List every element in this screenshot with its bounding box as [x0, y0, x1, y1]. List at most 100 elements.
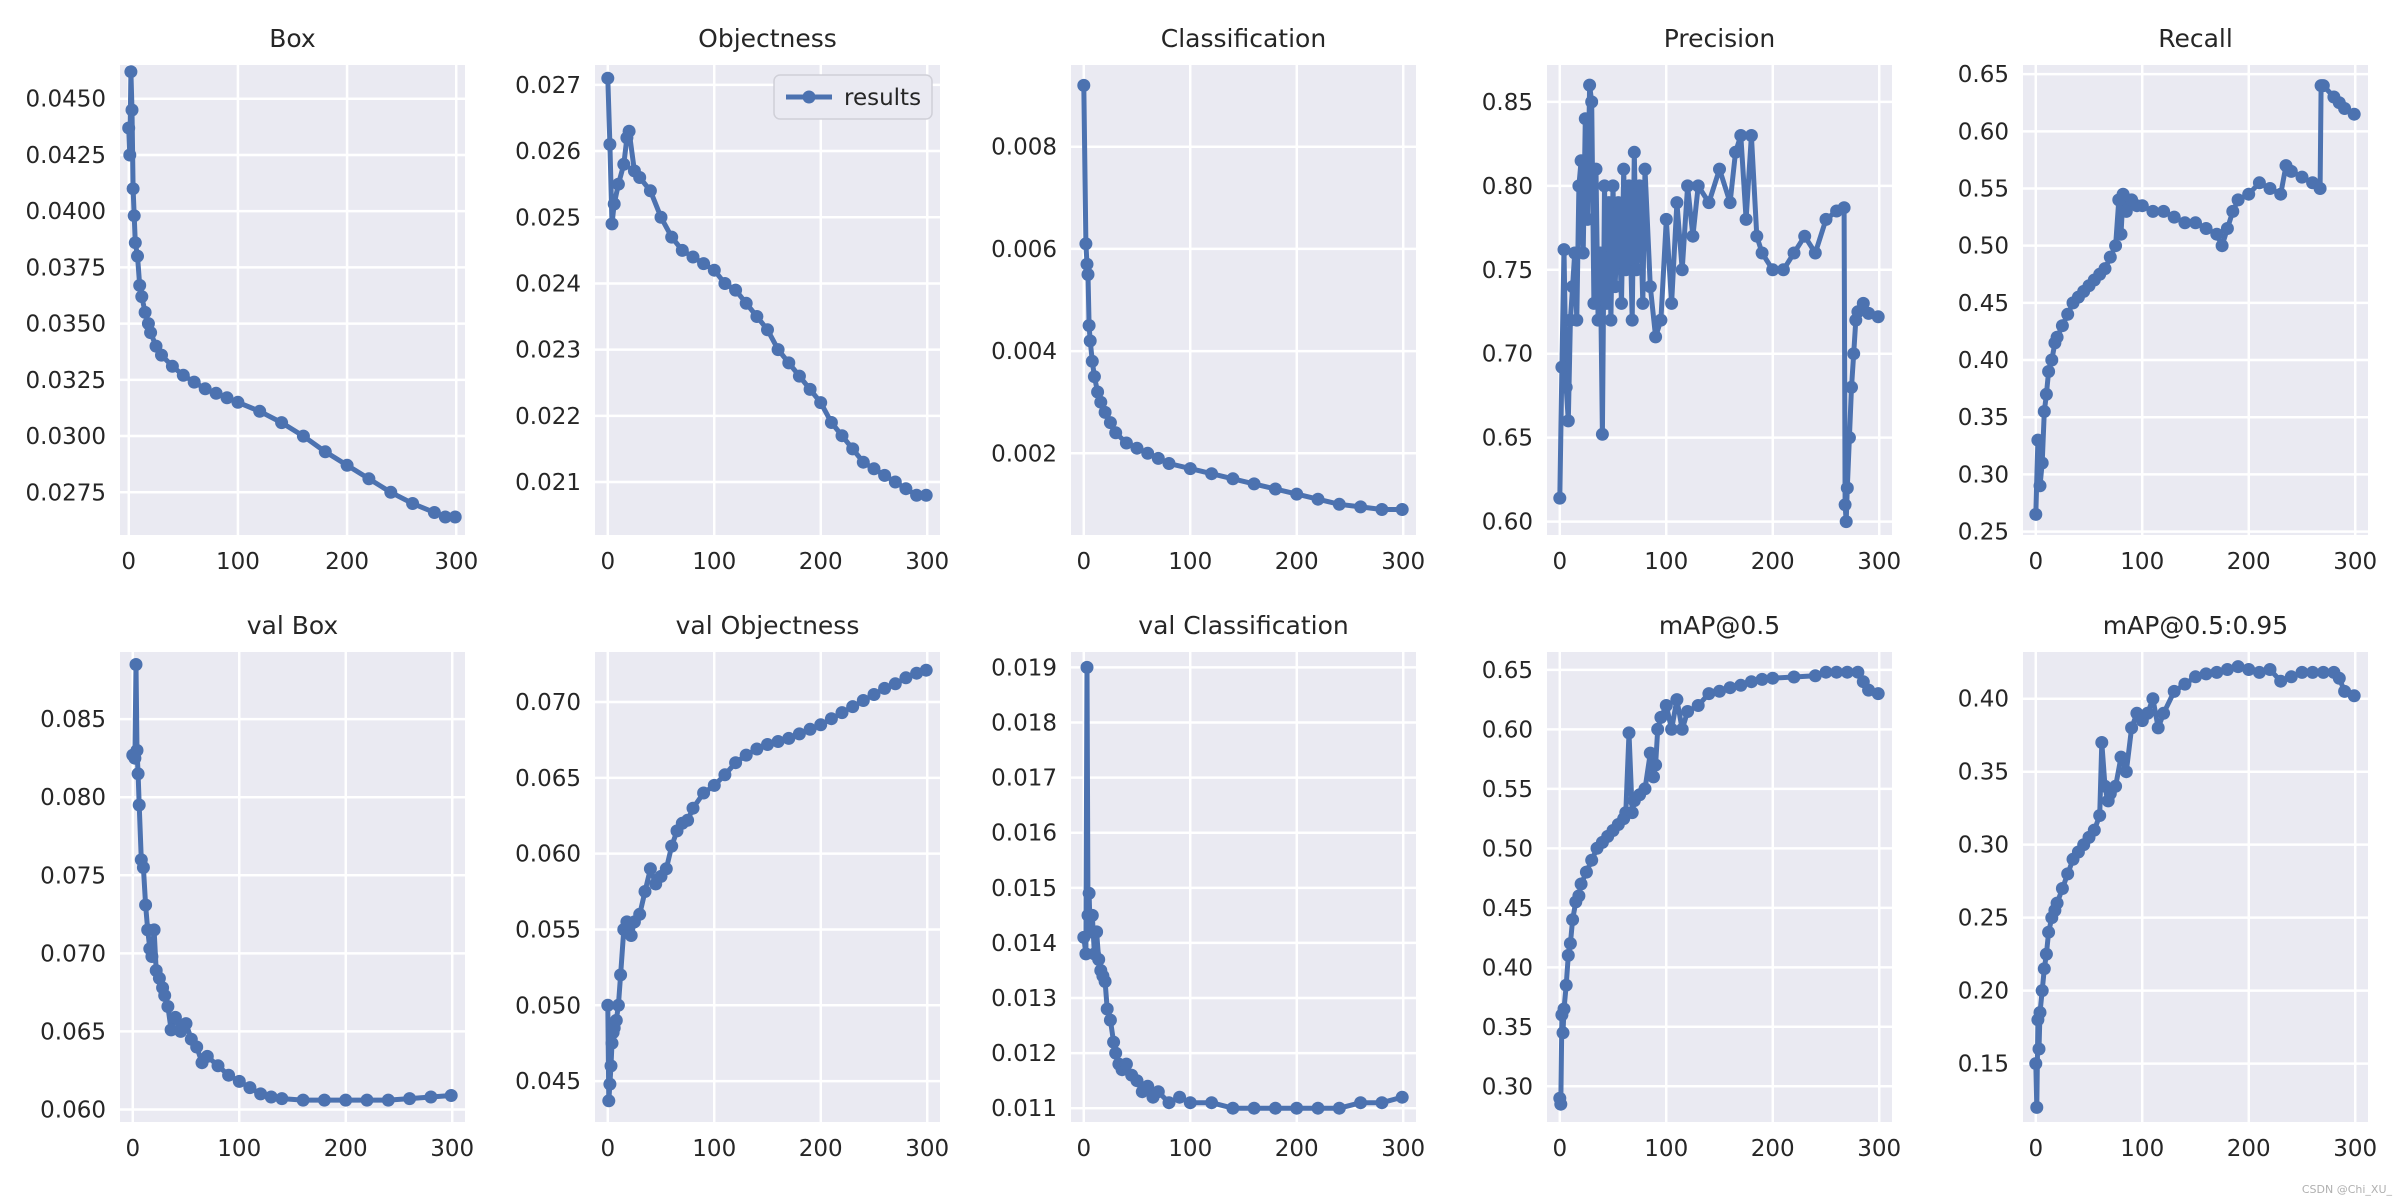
data-point: [2220, 663, 2234, 676]
data-point: [1579, 865, 1593, 879]
data-point: [686, 250, 700, 264]
data-point: [609, 1013, 623, 1027]
data-point: [1082, 886, 1096, 900]
data-point: [2029, 507, 2043, 521]
data-point: [1766, 671, 1780, 685]
y-tick-label: 0.0450: [26, 87, 106, 113]
y-tick-label: 0.85: [1482, 90, 1533, 116]
data-point: [1851, 665, 1865, 679]
x-tick-label: 200: [2227, 549, 2271, 575]
data-point: [1119, 1057, 1133, 1071]
data-point: [2295, 665, 2309, 679]
x-tick-label: 300: [1857, 1136, 1901, 1162]
data-point: [739, 296, 753, 310]
data-point: [1629, 263, 1643, 277]
y-tick-label: 0.0300: [26, 424, 106, 450]
data-point: [2042, 365, 2056, 378]
data-point: [2033, 479, 2047, 493]
data-point: [1083, 334, 1097, 348]
y-tick-label: 0.25: [1958, 520, 2009, 546]
data-point: [448, 510, 462, 524]
data-point: [2210, 665, 2224, 679]
plot-area: [120, 652, 465, 1122]
data-point: [1557, 1002, 1571, 1016]
data-point: [296, 1093, 310, 1107]
plot-area: [595, 65, 940, 535]
data-point: [1247, 477, 1261, 491]
data-point: [1739, 212, 1753, 226]
data-point: [2093, 809, 2107, 822]
data-point: [1734, 678, 1748, 692]
data-point: [1755, 246, 1769, 260]
x-tick-label: 300: [2333, 549, 2377, 575]
data-point: [1183, 1096, 1197, 1110]
y-tick-label: 0.75: [1482, 258, 1533, 284]
data-point: [1622, 179, 1636, 193]
data-point: [1080, 257, 1094, 271]
x-tick-label: 0: [2028, 1136, 2043, 1162]
data-point: [1734, 129, 1748, 142]
data-point: [126, 182, 140, 196]
data-point: [1151, 451, 1165, 465]
data-point: [2050, 896, 2064, 910]
data-point: [1098, 405, 1112, 419]
y-tick-label: 0.0375: [26, 255, 106, 281]
x-tick-label: 0: [1076, 549, 1091, 575]
data-point: [643, 184, 657, 198]
x-tick-label: 200: [1751, 1136, 1795, 1162]
data-point: [138, 305, 152, 319]
data-point: [2274, 674, 2288, 688]
data-point: [1633, 179, 1647, 193]
data-point: [792, 369, 806, 383]
y-tick-label: 0.017: [991, 766, 1057, 792]
data-point: [1651, 722, 1665, 736]
data-point: [1566, 913, 1580, 927]
data-point: [1647, 770, 1660, 784]
y-tick-label: 0.30: [1482, 1074, 1533, 1100]
data-point: [1798, 229, 1812, 243]
data-point: [1290, 1101, 1304, 1115]
y-tick-label: 0.0425: [26, 143, 106, 169]
data-point: [427, 506, 441, 519]
data-point: [2316, 665, 2330, 679]
x-tick-label: 100: [1168, 1136, 1212, 1162]
data-point: [1561, 414, 1575, 428]
data-point: [919, 663, 933, 677]
x-tick-label: 200: [325, 549, 369, 575]
y-tick-label: 0.025: [515, 205, 581, 231]
data-point: [1830, 665, 1844, 679]
data-point: [1617, 162, 1631, 176]
data-point: [2210, 227, 2224, 241]
data-point: [179, 1017, 193, 1031]
x-tick-label: 0: [2028, 549, 2043, 575]
legend-marker: [802, 90, 816, 104]
data-point: [2045, 353, 2059, 367]
data-point: [697, 257, 711, 271]
data-point: [614, 968, 628, 982]
data-point: [803, 382, 817, 396]
y-tick-label: 0.015: [991, 876, 1057, 902]
data-point: [824, 416, 838, 429]
data-point: [601, 998, 615, 1012]
y-tick-label: 0.0350: [26, 312, 106, 338]
data-point: [1585, 95, 1599, 109]
data-point: [1081, 268, 1095, 281]
data-point: [919, 488, 933, 502]
data-point: [686, 801, 700, 815]
data-point: [2151, 721, 2165, 735]
legend-box: [773, 74, 933, 120]
data-point: [601, 71, 615, 85]
data-point: [2141, 706, 2155, 720]
x-tick-label: 300: [2333, 1136, 2377, 1162]
data-point: [1375, 1096, 1389, 1110]
data-point: [1839, 515, 1853, 529]
data-point: [362, 472, 376, 486]
data-point: [1670, 693, 1684, 707]
